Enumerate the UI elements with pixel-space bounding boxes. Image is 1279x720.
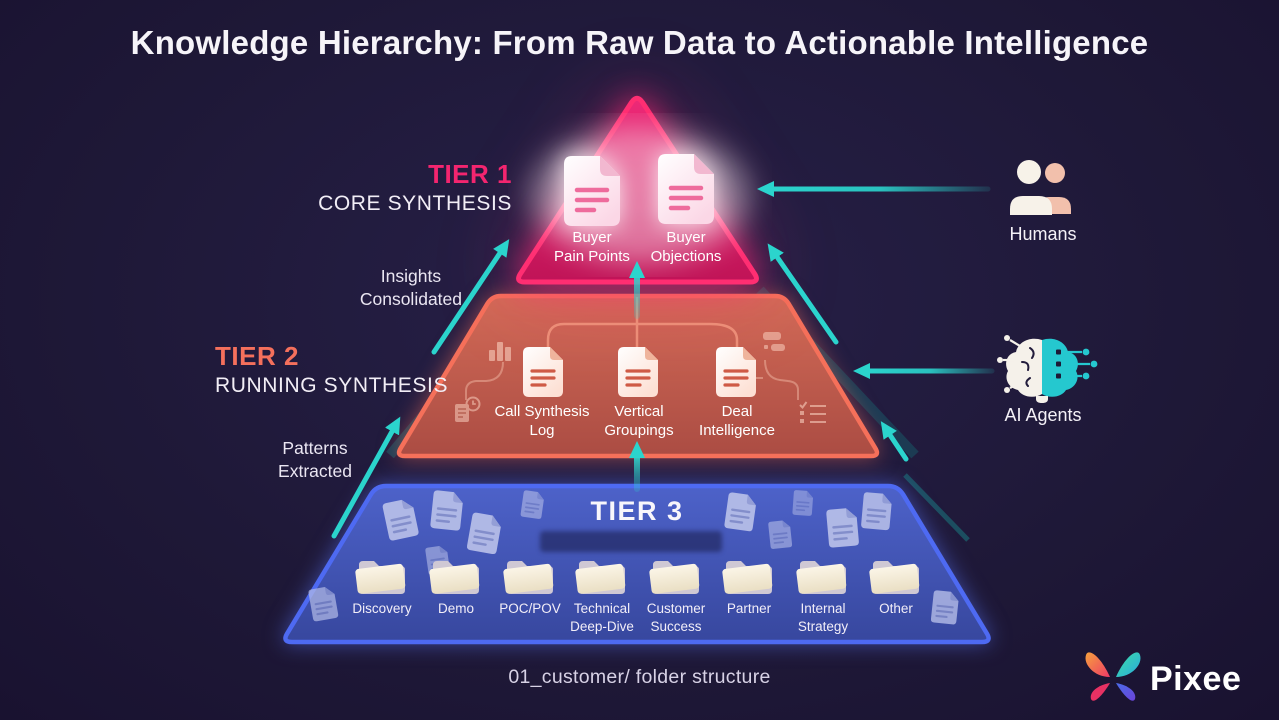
tier2-annotation: Patterns Extracted (278, 438, 352, 481)
document-icon (616, 345, 660, 399)
tier1-doc-label: Buyer Objections (650, 229, 722, 265)
brain-circuit-icon (997, 335, 1098, 403)
tier1-sublabel: CORE SYNTHESIS (318, 192, 512, 216)
chat-icon (763, 332, 785, 351)
document-icon (521, 345, 565, 399)
people-icon (1010, 160, 1071, 215)
folder-label: Discovery (352, 601, 412, 616)
tier3-label: TIER 3 (590, 496, 684, 526)
folder-label: POC/POV (499, 601, 561, 616)
folder-label: Internal Strategy (797, 601, 849, 634)
tier3-shape (283, 483, 991, 645)
pixee-logo-icon (1085, 652, 1141, 701)
pixee-wordmark: Pixee (1150, 660, 1242, 698)
tier1-label-block: TIER 1 CORE SYNTHESIS (318, 159, 512, 216)
tier2-label-block: TIER 2 RUNNING SYNTHESIS (215, 341, 449, 398)
folder-label: Partner (726, 601, 772, 616)
page-title: Knowledge Hierarchy: From Raw Data to Ac… (130, 24, 1149, 61)
caption: 01_customer/ folder structure (508, 666, 771, 688)
tier2-sublabel: RUNNING SYNTHESIS (215, 374, 449, 398)
tier1-annotation: Insights Consolidated (359, 266, 462, 309)
tier2-side-connectors (465, 359, 799, 400)
document-icon (714, 345, 758, 399)
folder-label: Demo (437, 601, 474, 616)
tier2-doc-label: Call Synthesis Log (494, 403, 590, 439)
checklist-icon (799, 401, 826, 423)
tier2-doc-label: Vertical Groupings (604, 403, 674, 439)
clock-doc-icon (455, 396, 481, 422)
folder-label: Other (879, 601, 913, 616)
arrow-insights (431, 239, 510, 355)
humans-label: Humans (1009, 224, 1077, 244)
arrow-tier2-to-tier1-right (767, 243, 839, 345)
ai-agents-label: AI Agents (1004, 405, 1082, 425)
folder-label: Customer Success (646, 601, 706, 634)
tier1-doc-label: Buyer Pain Points (554, 229, 630, 265)
flow-arrows (331, 181, 995, 539)
bar-chart-icon (489, 342, 511, 361)
arrow-patterns (331, 416, 401, 539)
arrow-tier3-to-tier2-right (880, 421, 909, 462)
tier1-label: TIER 1 (428, 159, 512, 189)
tier2-doc-label: Deal Intelligence (699, 403, 775, 439)
folder-label: Technical Deep-Dive (570, 601, 634, 634)
tier2-label: TIER 2 (215, 341, 299, 371)
tier3-blurred-text (540, 531, 722, 552)
